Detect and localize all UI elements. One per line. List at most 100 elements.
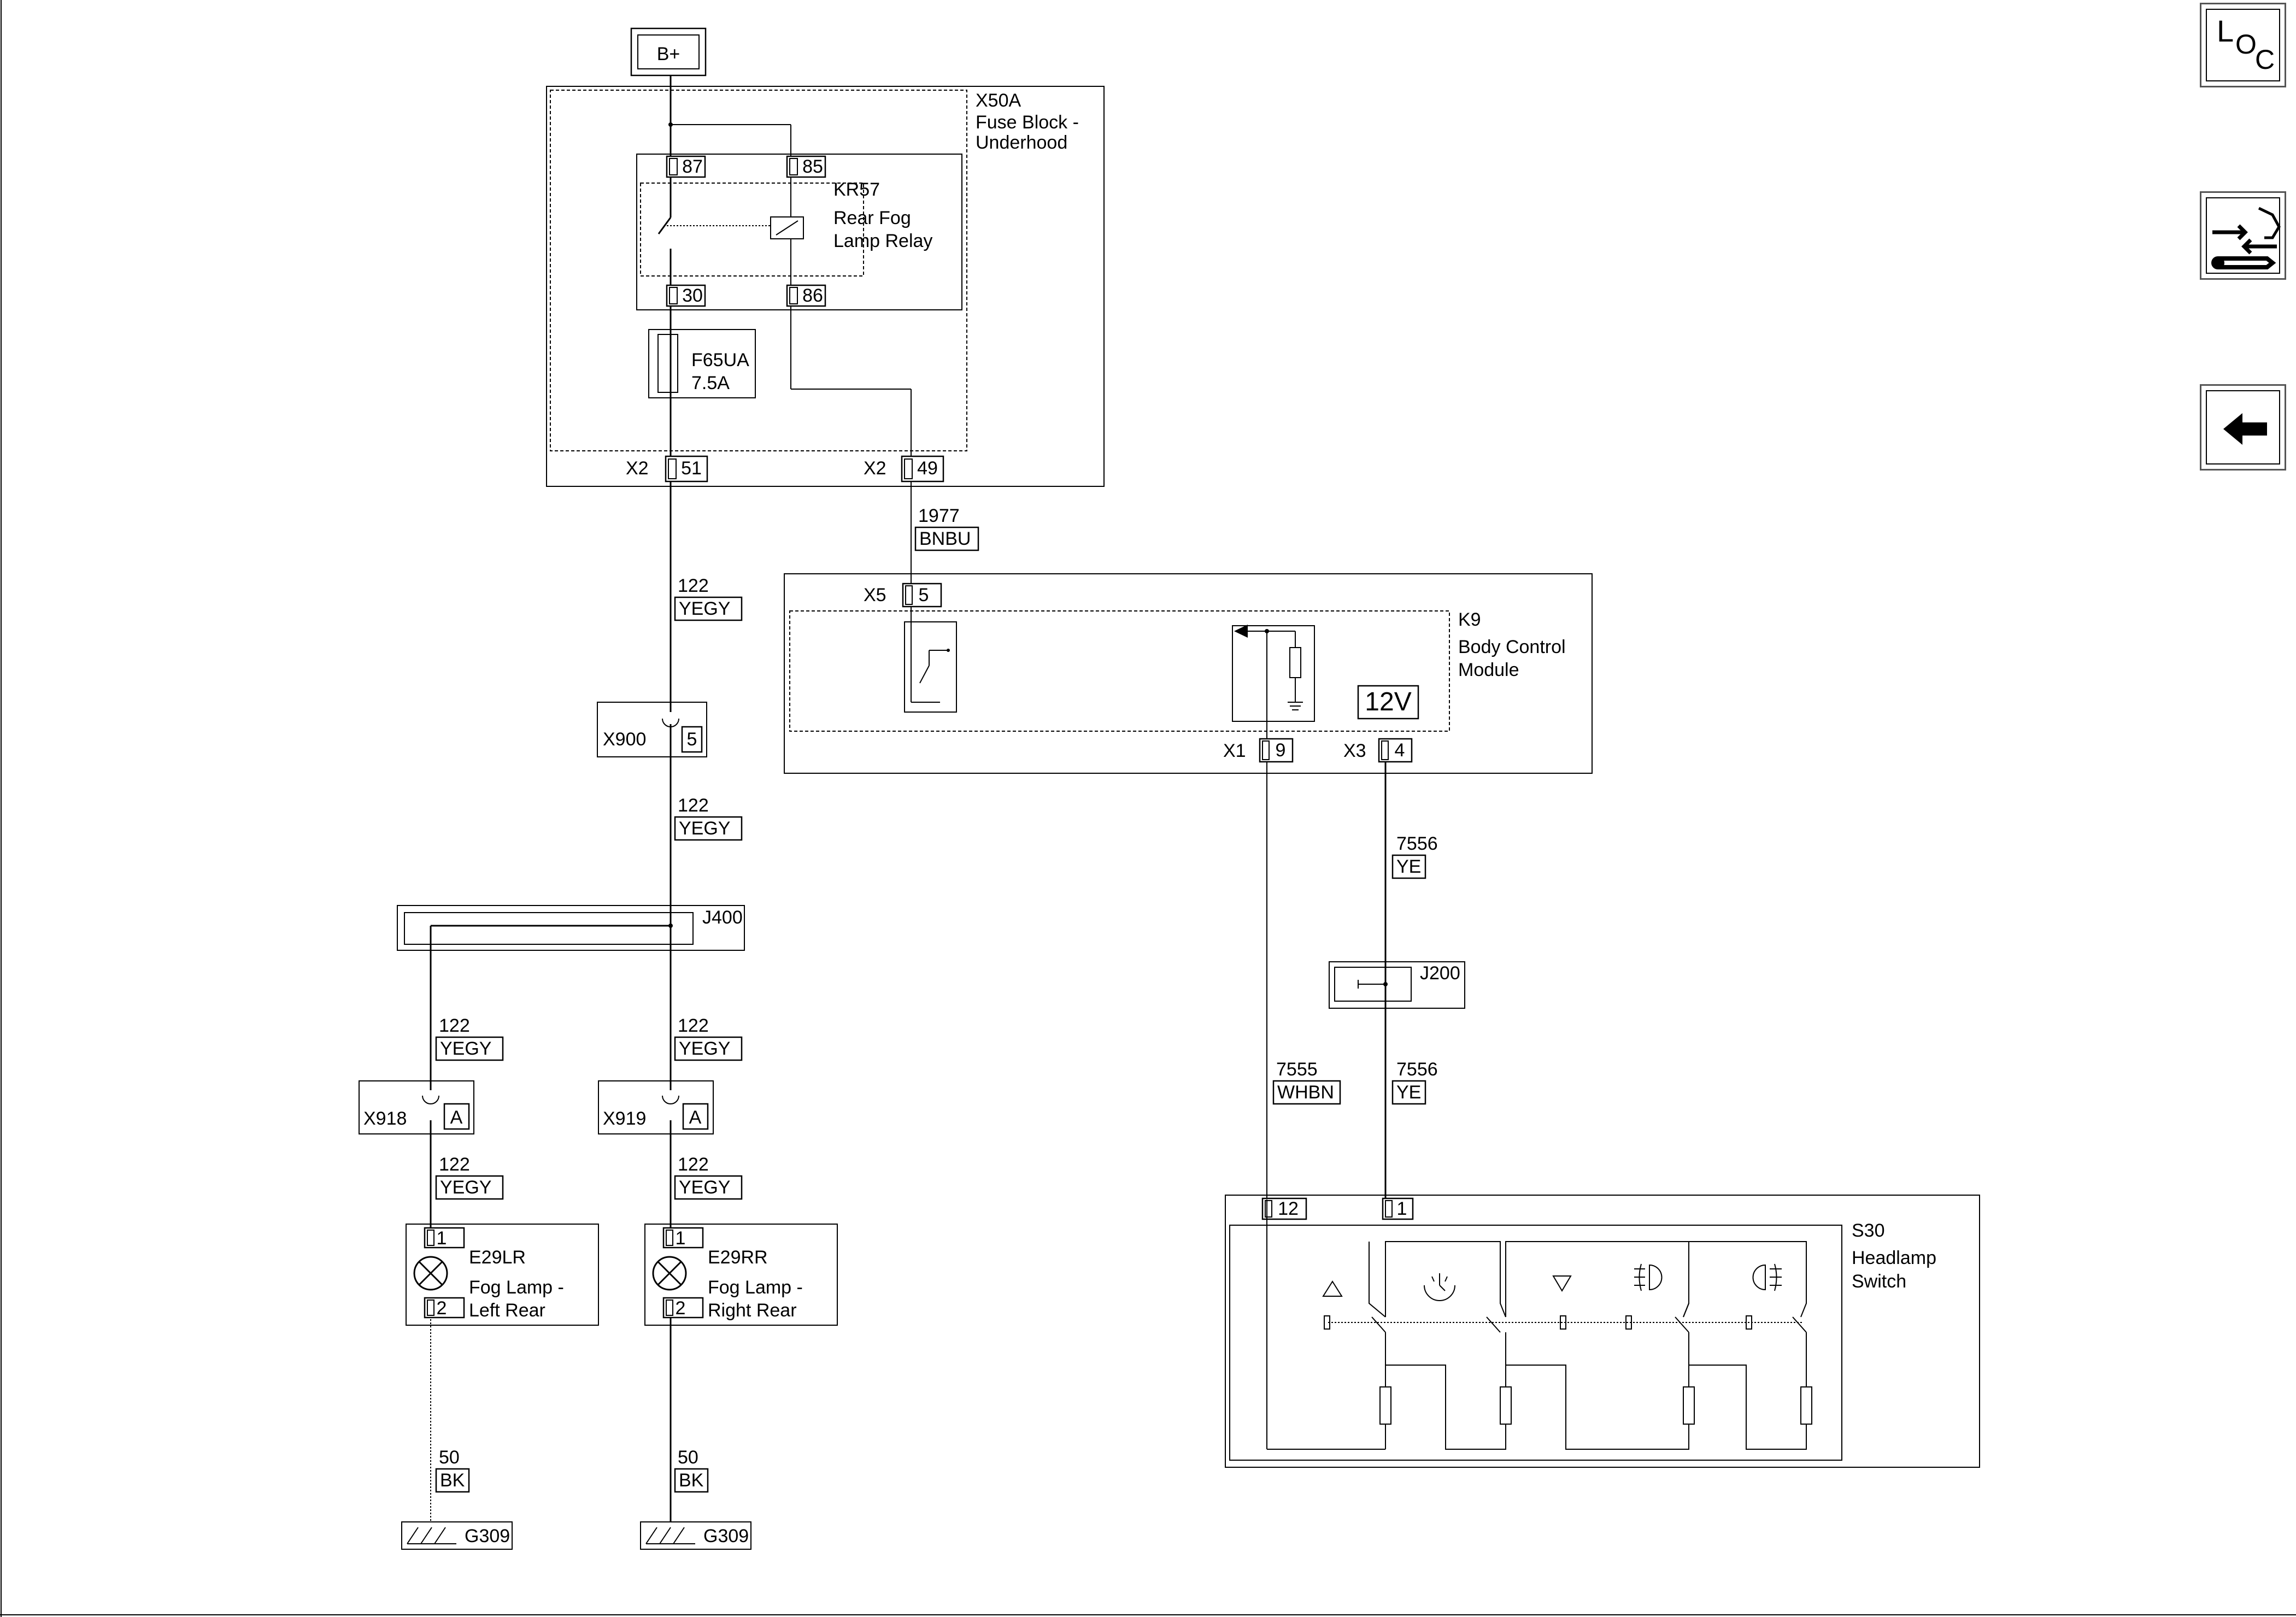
x919-label: X919 <box>603 1108 646 1129</box>
lamp-pin-2: 2 <box>437 1298 447 1319</box>
connector-x2-51: X2 51 <box>626 455 708 483</box>
bcm-x5-label: X5 <box>864 585 886 605</box>
lamp-right-name-2: Right Rear <box>708 1300 797 1321</box>
bcm-x3-pin: 4 <box>1395 740 1405 761</box>
wire-7556-b-color: YE <box>1396 1082 1421 1103</box>
ground-left-label: G309 <box>465 1526 510 1547</box>
ground-g309-left: G309 <box>401 1521 513 1550</box>
back-button[interactable] <box>2200 384 2286 471</box>
splice-j400: J400 <box>397 905 745 951</box>
switch-name-2: Switch <box>1852 1271 1906 1292</box>
relay-pin-30: 30 <box>682 285 703 306</box>
x918-label: X918 <box>363 1108 407 1129</box>
lamp-left-id: E29LR <box>469 1247 526 1268</box>
bcm-x1-label: X1 <box>1223 740 1246 761</box>
lamp-left-name-1: Fog Lamp - <box>469 1277 564 1298</box>
wire-122-circuit: 122 <box>678 795 709 816</box>
connector-x2-49: X2 49 <box>864 455 944 483</box>
bcm-x3-label: X3 <box>1343 740 1366 761</box>
connector-x2-label: X2 <box>626 458 649 479</box>
x919-pin: A <box>689 1107 702 1128</box>
lamp-pin-1: 1 <box>437 1228 447 1249</box>
switch-name-1: Headlamp <box>1852 1248 1936 1268</box>
triangle-up-icon <box>1322 1280 1343 1297</box>
wire-122-left2-color: YEGY <box>440 1177 491 1198</box>
connector-pin: 51 <box>681 458 702 479</box>
wire-7556-color: YE <box>1396 856 1421 877</box>
lamp-pin-2: 2 <box>676 1298 686 1319</box>
wire-122-right2-color: YEGY <box>679 1177 730 1198</box>
bcm-name-1: Body Control <box>1458 637 1566 657</box>
rear-fog-lamp-icon <box>1752 1263 1782 1291</box>
wire-50-right-color: BK <box>679 1470 704 1491</box>
location-icon: L O C <box>2206 9 2280 81</box>
wire-122-color: YEGY <box>679 598 730 619</box>
front-fog-lamp-icon <box>1634 1263 1663 1291</box>
fuse-f65ua: F65UA 7.5A <box>648 329 756 398</box>
auto-lamp-icon <box>1424 1273 1455 1301</box>
location-button[interactable]: L O C <box>2200 3 2286 87</box>
x918-pin: A <box>450 1107 463 1128</box>
fuse-block-x50a: X50A Fuse Block - Underhood <box>546 86 1105 487</box>
wire-7555-circuit: 7555 <box>1276 1059 1318 1080</box>
triangle-down-icon <box>1552 1275 1572 1292</box>
x900-pin: 5 <box>687 729 697 750</box>
relay-pin-86: 86 <box>802 285 823 306</box>
x900-label: X900 <box>603 729 646 750</box>
connector-pin: 49 <box>917 458 938 479</box>
wire-7556-circuit: 7556 <box>1396 833 1438 854</box>
fuse-block-id: X50A <box>976 90 1021 111</box>
wire-122-left-circuit: 122 <box>439 1015 470 1036</box>
relay-name-2: Lamp Relay <box>833 231 932 251</box>
wire-122-circuit: 122 <box>678 575 709 596</box>
wire-1977-color: BNBU <box>919 528 971 549</box>
relay-name-1: Rear Fog <box>833 208 911 228</box>
connector-x2-label: X2 <box>864 458 886 479</box>
switch-pin-12: 12 <box>1278 1198 1299 1219</box>
wire-7556-b-circuit: 7556 <box>1396 1059 1438 1080</box>
inline-connector-x918: X918 A <box>359 1080 474 1134</box>
lamp-pin-1: 1 <box>676 1228 686 1249</box>
j400-label: J400 <box>702 907 743 928</box>
switch-id: S30 <box>1852 1220 1885 1241</box>
wire-7555-color: WHBN <box>1277 1082 1334 1103</box>
bcm-x1-pin: 9 <box>1276 740 1286 761</box>
ground-g309-right: G309 <box>640 1521 751 1550</box>
body-control-module-k9: K9 Body Control Module X5 5 12V X1 <box>784 573 1593 774</box>
wire-50-right-circuit: 50 <box>678 1447 698 1468</box>
battery-positive-box: B+ <box>630 27 707 77</box>
lamp-right-id: E29RR <box>708 1247 768 1268</box>
wire-122-right2-circuit: 122 <box>678 1154 709 1175</box>
bcm-name-2: Module <box>1458 660 1519 680</box>
wire-122-left-color: YEGY <box>440 1038 491 1059</box>
diagnostic-connector-button[interactable] <box>2200 191 2286 280</box>
wire-122-right-color: YEGY <box>679 1038 730 1059</box>
fuse-id: F65UA <box>691 350 749 371</box>
wire-122-right-circuit: 122 <box>678 1015 709 1036</box>
ground-right-label: G309 <box>703 1526 749 1547</box>
switch-pin-1: 1 <box>1397 1198 1407 1219</box>
fuse-block-name-1: Fuse Block - <box>976 112 1079 133</box>
bcm-id: K9 <box>1458 609 1481 630</box>
wire-122-color: YEGY <box>679 818 730 839</box>
fog-lamp-left-rear: 1 2 E29LR Fog Lamp - Left Rear <box>406 1224 599 1326</box>
splice-j200: J200 <box>1329 961 1465 1009</box>
wire-50-left-color: BK <box>440 1470 465 1491</box>
relay-id: KR57 <box>833 179 880 200</box>
wire-122-left2-circuit: 122 <box>439 1154 470 1175</box>
fuse-rating: 7.5A <box>691 373 730 393</box>
j200-label: J200 <box>1420 963 1460 984</box>
headlamp-switch-s30: 12 1 S30 Headlamp Switch <box>1225 1195 1980 1468</box>
inline-connector-x900: X900 5 <box>597 702 707 757</box>
loc-letter-o: O <box>2235 29 2257 60</box>
wire-50-left-circuit: 50 <box>439 1447 460 1468</box>
relay-pin-85: 85 <box>802 156 823 177</box>
fog-lamp-right-rear: 1 2 E29RR Fog Lamp - Right Rear <box>644 1224 838 1326</box>
lamp-left-name-2: Left Rear <box>469 1300 545 1321</box>
loc-letter-l: L <box>2217 14 2234 48</box>
fuse-block-name-2: Underhood <box>976 132 1067 153</box>
bcm-voltage-label: 12V <box>1365 687 1411 716</box>
loc-letter-c: C <box>2255 44 2275 75</box>
relay-kr57: 87 85 30 86 KR57 Rear Fog Lamp Relay <box>636 154 962 310</box>
